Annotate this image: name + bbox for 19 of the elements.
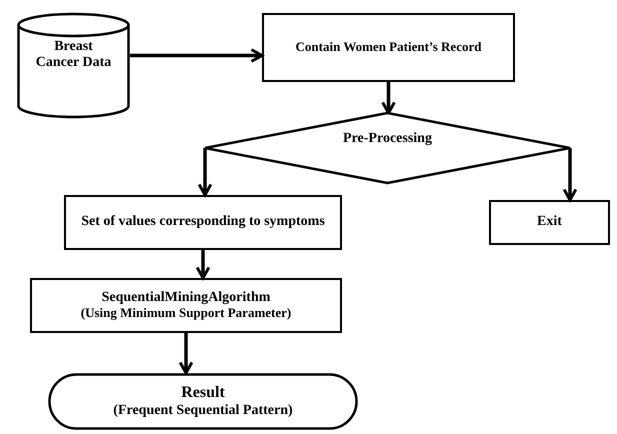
node-sublabel: (Using Minimum Support Parameter) xyxy=(80,306,292,322)
arrow xyxy=(196,250,210,280)
node-label: Contain Women Patient’s Record xyxy=(296,40,482,55)
arrow xyxy=(178,333,194,374)
node-label: Result xyxy=(181,384,225,403)
node-label: Set of values corresponding to symptoms xyxy=(81,214,325,231)
arrow xyxy=(562,148,578,202)
process-box xyxy=(262,13,515,82)
process-box xyxy=(489,200,610,245)
process-box xyxy=(30,278,342,333)
arrow xyxy=(381,82,396,114)
arrow xyxy=(130,48,264,63)
node-label: Breast Cancer Data xyxy=(34,39,112,72)
node-label: Pre-Processing xyxy=(343,131,432,148)
node-label: Exit xyxy=(537,214,562,231)
node-sublabel: (Frequent Sequential Pattern) xyxy=(113,402,293,419)
process-box xyxy=(64,195,342,250)
node-label: SequentialMiningAlgorithm xyxy=(102,290,270,306)
arrow xyxy=(198,148,212,196)
